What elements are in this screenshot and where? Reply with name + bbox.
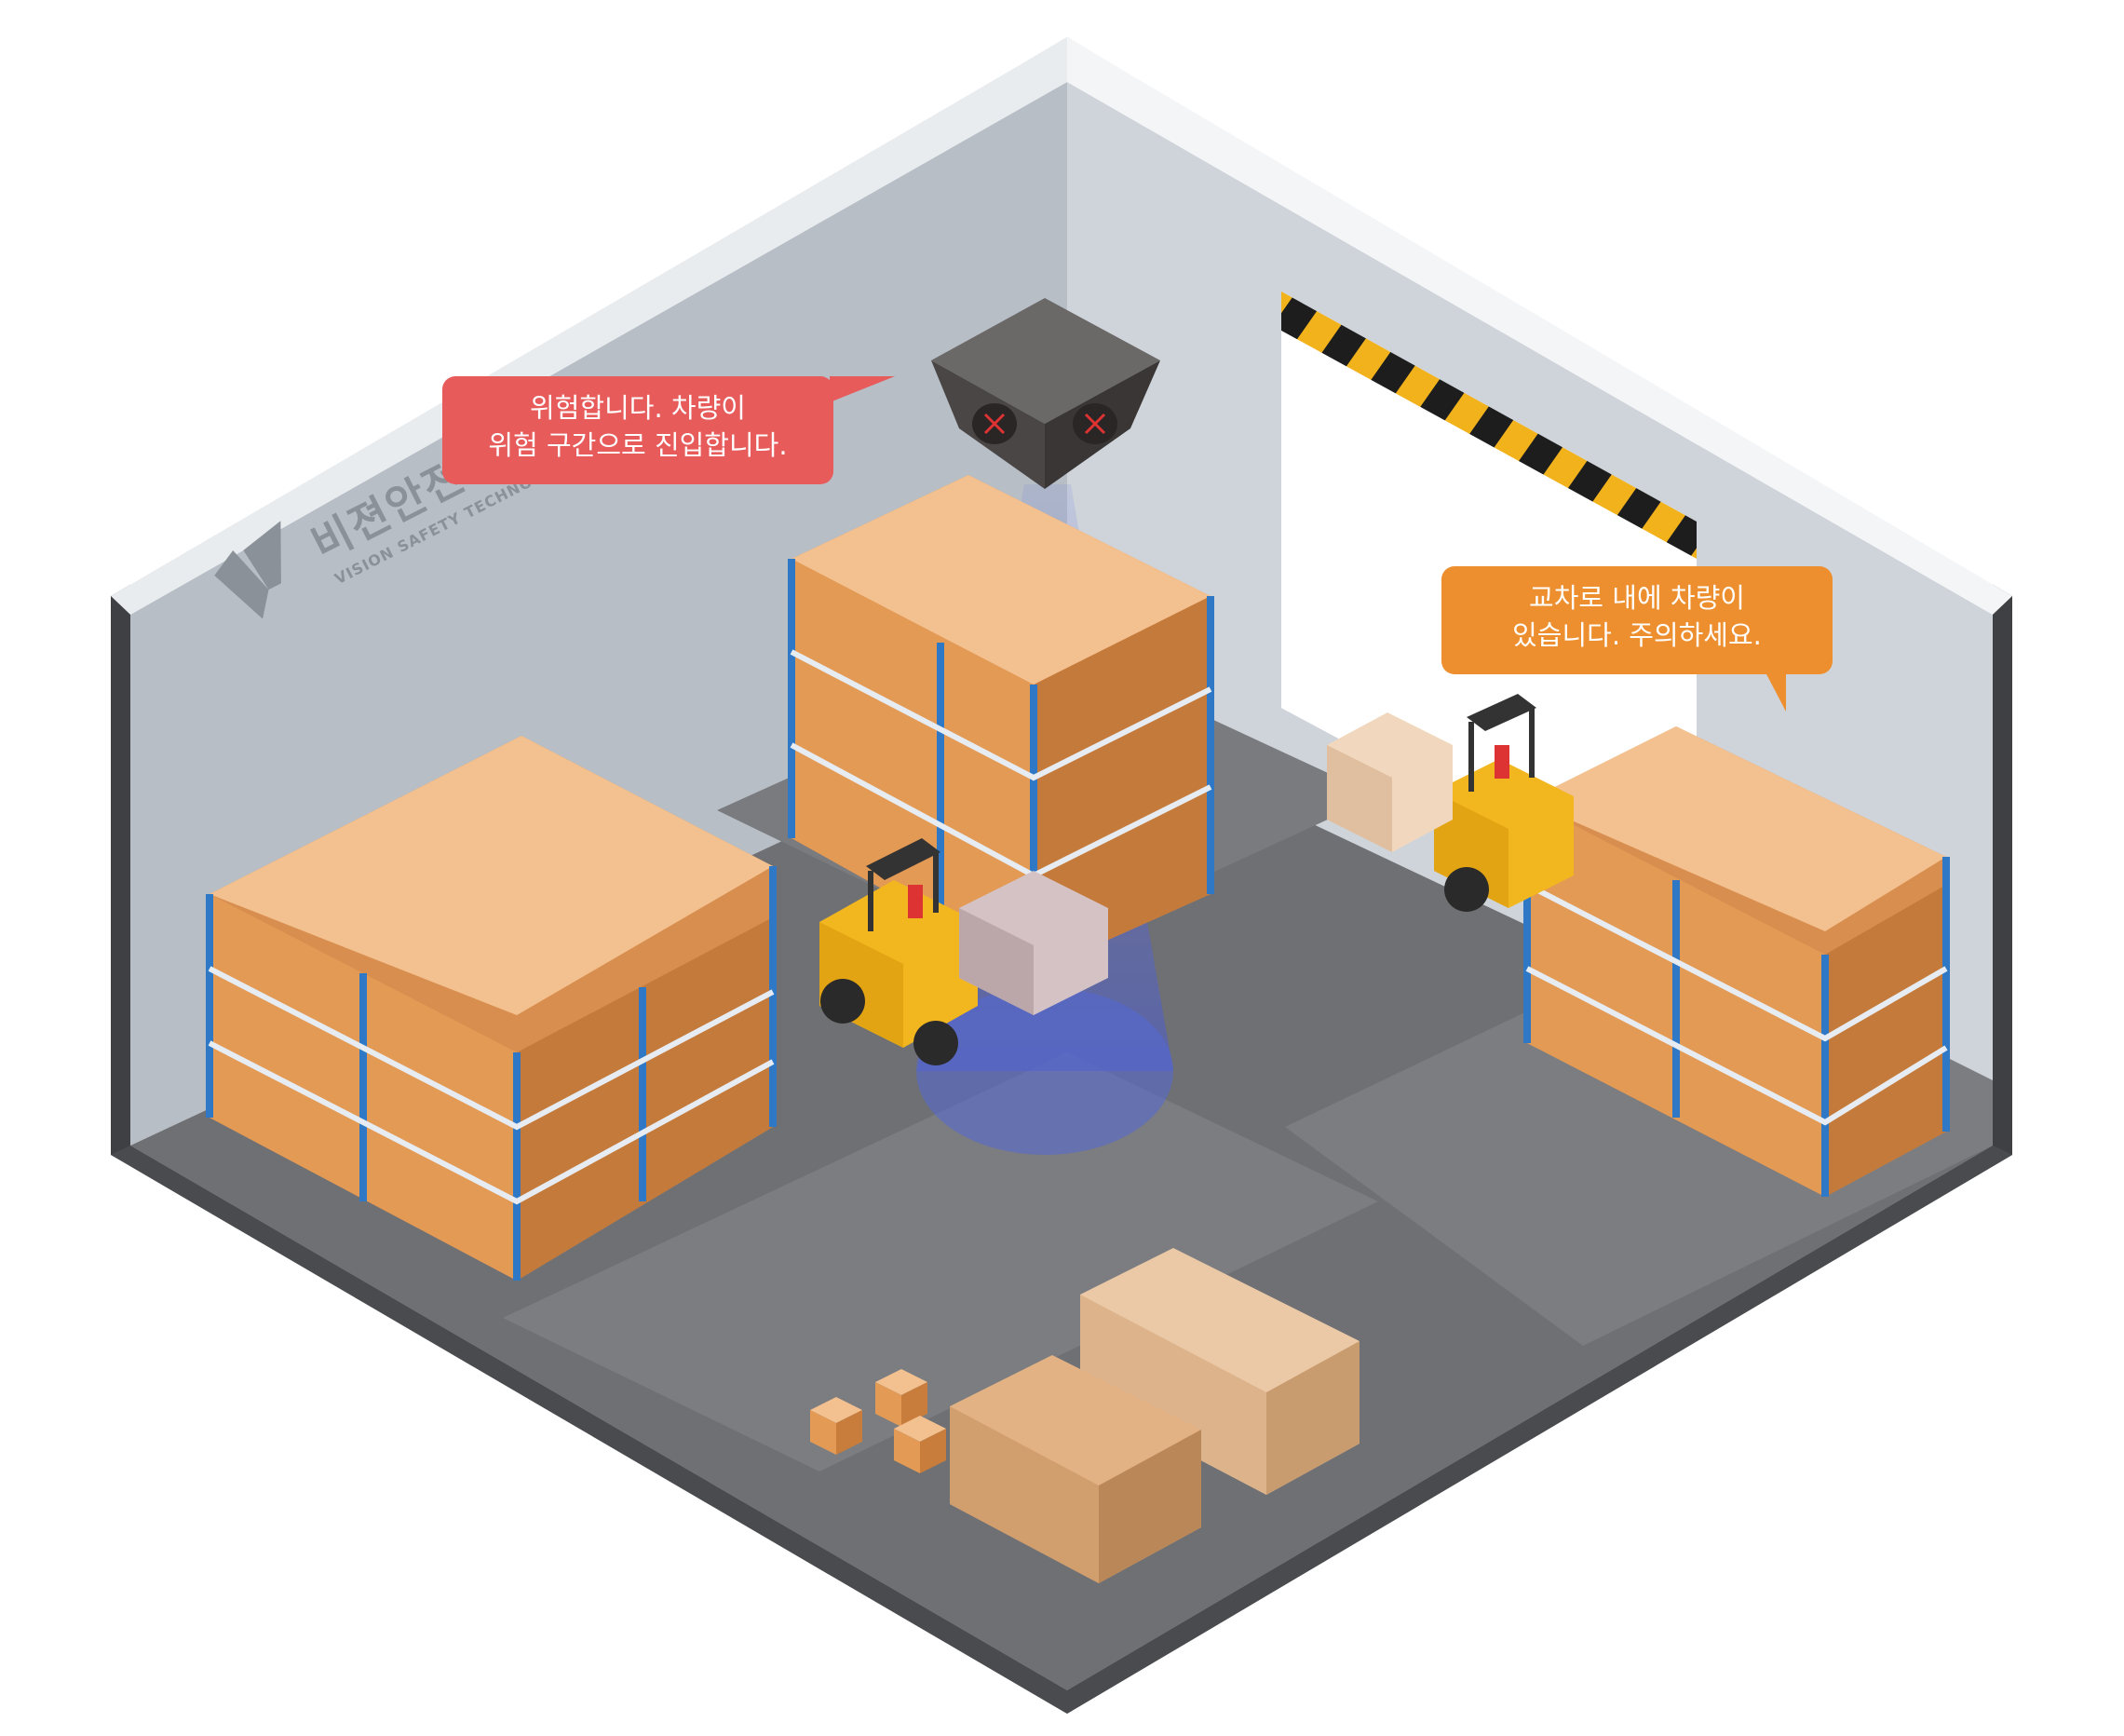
caution-alert-line-1: 교차로 내에 차량이 [1529,582,1745,614]
danger-alert-line-1: 위험합니다. 차량이 [530,392,746,424]
rack-left [206,736,777,1281]
danger-alert-bubble: 위험합니다. 차량이 위험 구간으로 진입합니다. [442,376,895,484]
pallet-boxes [810,1248,1360,1583]
caution-alert-line-2: 있습니다. 주의하세요. [1512,619,1762,651]
danger-alert-line-2: 위험 구간으로 진입합니다. [488,429,788,461]
rack-center [788,475,1214,973]
bubble-tail [830,376,895,402]
forklift-icon [819,838,1108,1065]
hazard-stripe-icon [1281,292,1697,559]
caution-alert-bubble: 교차로 내에 차량이 있습니다. 주의하세요. [1441,566,1833,712]
forklift-icon [1327,694,1574,912]
bubble-tail [1765,672,1786,712]
logo-mark-icon [214,521,281,619]
company-logo: 비젼안전기술 VISION SAFETY TECHNOLOGY [200,394,578,640]
rack-right [1523,726,1950,1197]
camera-sensor-icon [931,298,1160,489]
